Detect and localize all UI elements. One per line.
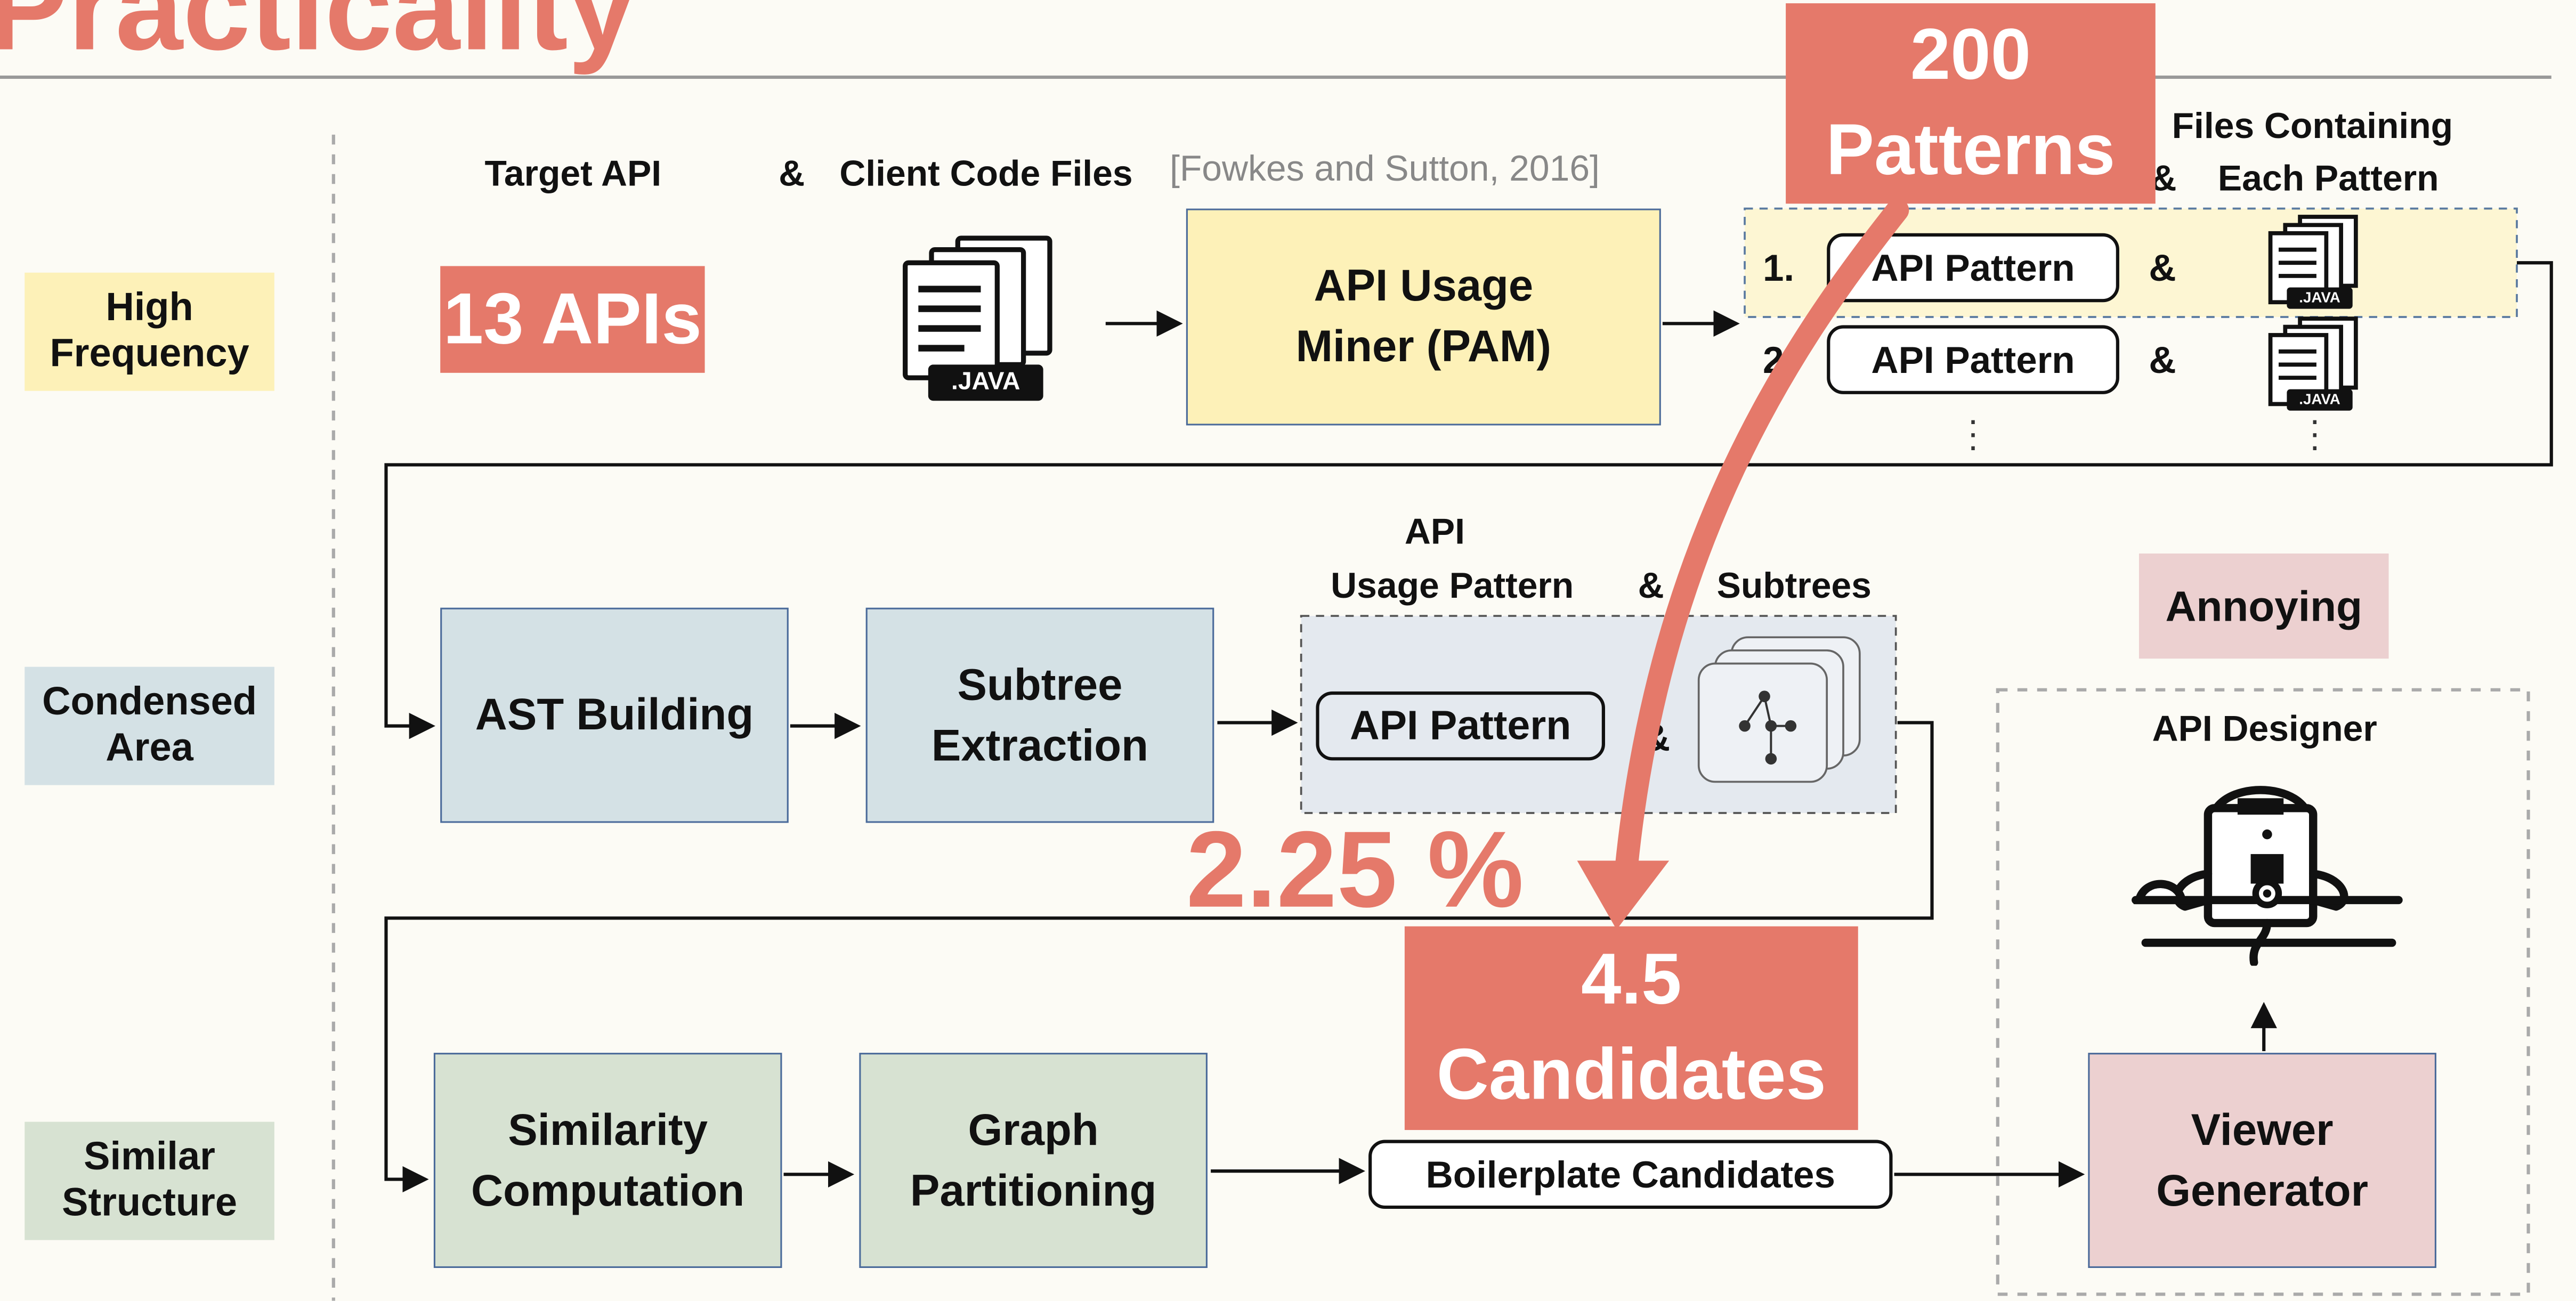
api-usage-miner-box: API Usage Miner (PAM) bbox=[1186, 208, 1661, 426]
api-designer-label: API Designer bbox=[2152, 708, 2377, 749]
java-ext-label: .JAVA bbox=[951, 368, 1020, 396]
pattern-item-number-1: 1. bbox=[1762, 246, 1795, 289]
usage-pattern-header: Usage Pattern bbox=[1331, 565, 1574, 606]
boilerplate-candidates-pill: Boilerplate Candidates bbox=[1368, 1140, 1893, 1209]
label-condensed-area: Condensed Area bbox=[25, 666, 274, 785]
similarity-computation-box: Similarity Computation bbox=[433, 1053, 782, 1268]
designer-at-computer-icon bbox=[2129, 759, 2408, 974]
api-pattern-pill-2: API Pattern bbox=[1827, 325, 2119, 394]
api-pattern-pill-1: API Pattern bbox=[1827, 233, 2119, 303]
java-file-small-icon-1: .JAVA bbox=[2267, 214, 2362, 320]
subtree-stack-icon bbox=[1696, 634, 1867, 800]
ast-building-box: AST Building bbox=[440, 607, 789, 823]
apis-count-badge: 13 APIs bbox=[440, 266, 705, 373]
java-file-small-icon-2: .JAVA bbox=[2267, 315, 2362, 422]
java-files-icon: .JAVA bbox=[898, 233, 1063, 408]
patterns-count-badge: 200 Patterns bbox=[1786, 3, 2156, 204]
files-containing-header: Files Containing bbox=[2172, 105, 2453, 147]
title-underline bbox=[0, 75, 2551, 79]
client-code-files-header: Client Code Files bbox=[839, 152, 1133, 194]
percentage-label: 2.25 % bbox=[1186, 808, 1524, 930]
ampersand: & bbox=[779, 152, 805, 194]
ampersand-1: & bbox=[2149, 246, 2176, 289]
page-title: Practicality bbox=[0, 0, 636, 76]
target-api-header: Target API bbox=[484, 152, 662, 194]
label-similar-structure: Similar Structure bbox=[25, 1121, 274, 1240]
api-pattern-pill-row2: API Pattern bbox=[1316, 691, 1605, 761]
viewer-generator-box: Viewer Generator bbox=[2088, 1053, 2436, 1268]
label-high-frequency: High Frequency bbox=[25, 272, 274, 391]
java-ext-label-1: .JAVA bbox=[2299, 289, 2340, 306]
graph-partitioning-box: Graph Partitioning bbox=[859, 1053, 1208, 1268]
each-pattern-header: Each Pattern bbox=[2217, 157, 2439, 199]
subtrees-header: Subtrees bbox=[1716, 565, 1872, 606]
annoying-tag: Annoying bbox=[2138, 553, 2389, 659]
java-ext-label-2: .JAVA bbox=[2299, 391, 2340, 408]
ampersand-2: & bbox=[2149, 338, 2176, 381]
api-header: API bbox=[1404, 510, 1465, 552]
subtree-extraction-box: Subtree Extraction bbox=[865, 607, 1214, 823]
citation: [Fowkes and Sutton, 2016] bbox=[1170, 148, 1600, 189]
ampersand-row2: & bbox=[1638, 565, 1664, 606]
candidates-count-badge: 4.5 Candidates bbox=[1404, 926, 1858, 1131]
